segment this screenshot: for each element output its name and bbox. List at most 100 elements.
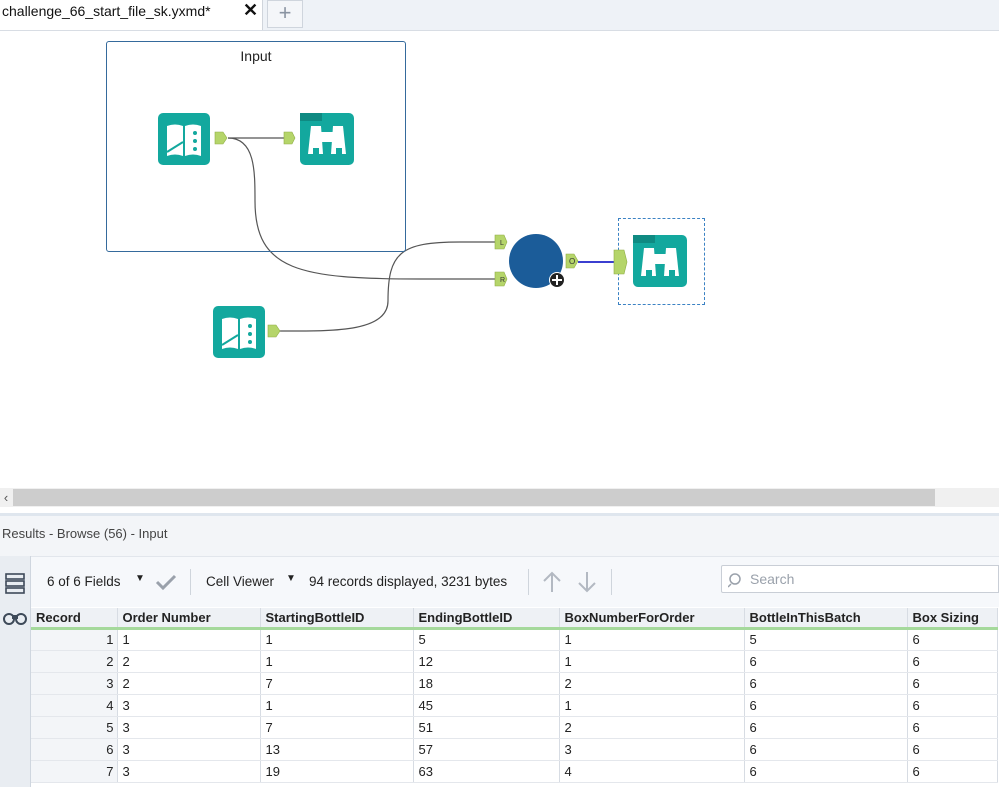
cell[interactable]: 45 xyxy=(413,694,560,717)
cell[interactable]: 1 xyxy=(260,628,414,651)
cell[interactable]: 3 xyxy=(117,694,261,717)
cell[interactable]: 2 xyxy=(559,672,745,695)
toolbar-separator xyxy=(528,569,529,595)
canvas-horizontal-scrollbar[interactable]: ‹ xyxy=(0,488,999,507)
table-row[interactable]: 1 1 1 5 1 5 6 xyxy=(31,628,998,651)
cell[interactable]: 4 xyxy=(559,760,745,783)
grid-view-icon[interactable] xyxy=(4,572,26,596)
column-header-box-sizing[interactable]: Box Sizing xyxy=(907,608,998,630)
cell[interactable]: 3 xyxy=(117,716,261,739)
scroll-left-icon[interactable]: ‹ xyxy=(3,490,9,505)
search-icon xyxy=(728,573,741,588)
table-row[interactable]: 2 2 1 12 1 6 6 xyxy=(31,650,998,673)
record-number: 3 xyxy=(31,672,118,695)
cell[interactable]: 3 xyxy=(117,738,261,761)
column-header-ending-bottle-id[interactable]: EndingBottleID xyxy=(413,608,560,630)
cell[interactable]: 1 xyxy=(559,694,745,717)
cell[interactable]: 51 xyxy=(413,716,560,739)
cell[interactable]: 6 xyxy=(744,650,908,673)
table-row[interactable]: 7 3 19 63 4 6 6 xyxy=(31,760,998,783)
cell[interactable]: 7 xyxy=(260,672,414,695)
join-tool[interactable]: L R O xyxy=(494,230,586,297)
column-header-box-number-for-order[interactable]: BoxNumberForOrder xyxy=(559,608,745,630)
browse-tool[interactable] xyxy=(283,112,355,171)
join-right-anchor-label: R xyxy=(500,277,505,284)
cell[interactable]: 12 xyxy=(413,650,560,673)
cell[interactable]: 6 xyxy=(744,672,908,695)
record-number: 4 xyxy=(31,694,118,717)
cell[interactable]: 1 xyxy=(260,650,414,673)
cell[interactable]: 6 xyxy=(907,716,998,739)
results-grid[interactable]: Record Order Number StartingBottleID End… xyxy=(31,608,998,783)
input-data-tool[interactable] xyxy=(157,112,229,171)
search-input[interactable]: Search xyxy=(721,565,999,593)
browse-icon xyxy=(613,235,687,287)
cell[interactable]: 63 xyxy=(413,760,560,783)
cell[interactable]: 18 xyxy=(413,672,560,695)
cell[interactable]: 1 xyxy=(117,628,261,651)
scrollbar-thumb[interactable] xyxy=(13,489,935,506)
up-arrow-icon[interactable] xyxy=(541,570,563,594)
cell[interactable]: 6 xyxy=(744,694,908,717)
column-header-starting-bottle-id[interactable]: StartingBottleID xyxy=(260,608,414,630)
grid-header-row: Record Order Number StartingBottleID End… xyxy=(31,608,998,630)
cell[interactable]: 6 xyxy=(907,628,998,651)
table-row[interactable]: 6 3 13 57 3 6 6 xyxy=(31,738,998,761)
cell[interactable]: 6 xyxy=(907,738,998,761)
table-row[interactable]: 4 3 1 45 1 6 6 xyxy=(31,694,998,717)
tool-container[interactable]: Input xyxy=(106,41,406,252)
chevron-down-icon[interactable]: ▼ xyxy=(286,573,296,584)
records-summary: 94 records displayed, 3231 bytes xyxy=(309,574,508,589)
workflow-canvas[interactable]: Input xyxy=(0,31,999,487)
cell[interactable]: 19 xyxy=(260,760,414,783)
browse-tool-2[interactable] xyxy=(612,234,692,295)
cell[interactable]: 6 xyxy=(744,716,908,739)
cell[interactable]: 5 xyxy=(744,628,908,651)
fields-selector[interactable]: 6 of 6 Fields xyxy=(47,574,121,589)
cell[interactable]: 1 xyxy=(260,694,414,717)
new-tab-button[interactable]: + xyxy=(267,0,303,28)
column-header-bottle-in-this-batch[interactable]: BottleInThisBatch xyxy=(744,608,908,630)
input-data-icon xyxy=(158,113,228,165)
toolbar-separator xyxy=(190,569,191,595)
cell[interactable]: 6 xyxy=(907,650,998,673)
cell[interactable]: 5 xyxy=(413,628,560,651)
cell[interactable]: 6 xyxy=(907,760,998,783)
cell[interactable]: 6 xyxy=(907,694,998,717)
binoculars-icon[interactable] xyxy=(2,608,28,628)
chevron-down-icon[interactable]: ▼ xyxy=(135,573,145,584)
cell[interactable]: 6 xyxy=(744,760,908,783)
cell[interactable]: 3 xyxy=(117,760,261,783)
record-number: 1 xyxy=(31,628,118,651)
join-icon: L R O xyxy=(494,234,579,288)
workflow-tab[interactable]: challenge_66_start_file_sk.yxmd* ✕ xyxy=(0,0,263,30)
join-output-anchor-label: O xyxy=(569,257,575,266)
cell-viewer-selector[interactable]: Cell Viewer xyxy=(206,574,275,589)
table-row[interactable]: 5 3 7 51 2 6 6 xyxy=(31,716,998,739)
column-header-order-number[interactable]: Order Number xyxy=(117,608,261,630)
browse-icon xyxy=(283,113,354,165)
cell[interactable]: 1 xyxy=(559,628,745,651)
input-data-tool-2[interactable] xyxy=(212,305,284,364)
record-number: 7 xyxy=(31,760,118,783)
add-icon xyxy=(552,275,562,285)
results-title: Results - Browse (56) - Input xyxy=(2,526,168,541)
table-row[interactable]: 3 2 7 18 2 6 6 xyxy=(31,672,998,695)
cell[interactable]: 6 xyxy=(744,738,908,761)
record-number: 2 xyxy=(31,650,118,673)
check-icon[interactable] xyxy=(155,573,177,591)
cell[interactable]: 7 xyxy=(260,716,414,739)
close-tab-icon[interactable]: ✕ xyxy=(243,0,259,20)
down-arrow-icon[interactable] xyxy=(576,570,598,594)
workflow-tab-title: challenge_66_start_file_sk.yxmd* xyxy=(2,3,211,19)
cell[interactable]: 2 xyxy=(117,672,261,695)
cell[interactable]: 1 xyxy=(559,650,745,673)
column-header-record[interactable]: Record xyxy=(31,608,118,630)
cell[interactable]: 3 xyxy=(559,738,745,761)
results-side-strip xyxy=(0,556,31,787)
cell[interactable]: 2 xyxy=(117,650,261,673)
cell[interactable]: 2 xyxy=(559,716,745,739)
cell[interactable]: 6 xyxy=(907,672,998,695)
cell[interactable]: 13 xyxy=(260,738,414,761)
cell[interactable]: 57 xyxy=(413,738,560,761)
